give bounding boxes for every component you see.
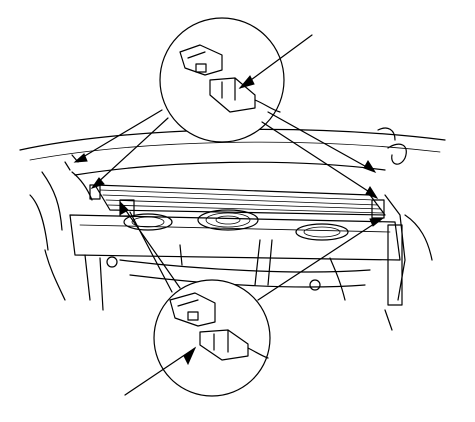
speaker-center [197,209,259,231]
lower-callout-leaders [119,200,385,301]
upper-detail-callout [159,17,313,143]
shelf-ribs [99,189,384,214]
rear-shelf-assembly [19,127,446,331]
lower-detail-callout [124,279,271,397]
speaker-left [123,213,173,231]
speaker-right [295,223,349,241]
bolt-right [309,279,321,291]
bolt-left [106,256,118,268]
upper-callout-leaders [73,109,379,199]
